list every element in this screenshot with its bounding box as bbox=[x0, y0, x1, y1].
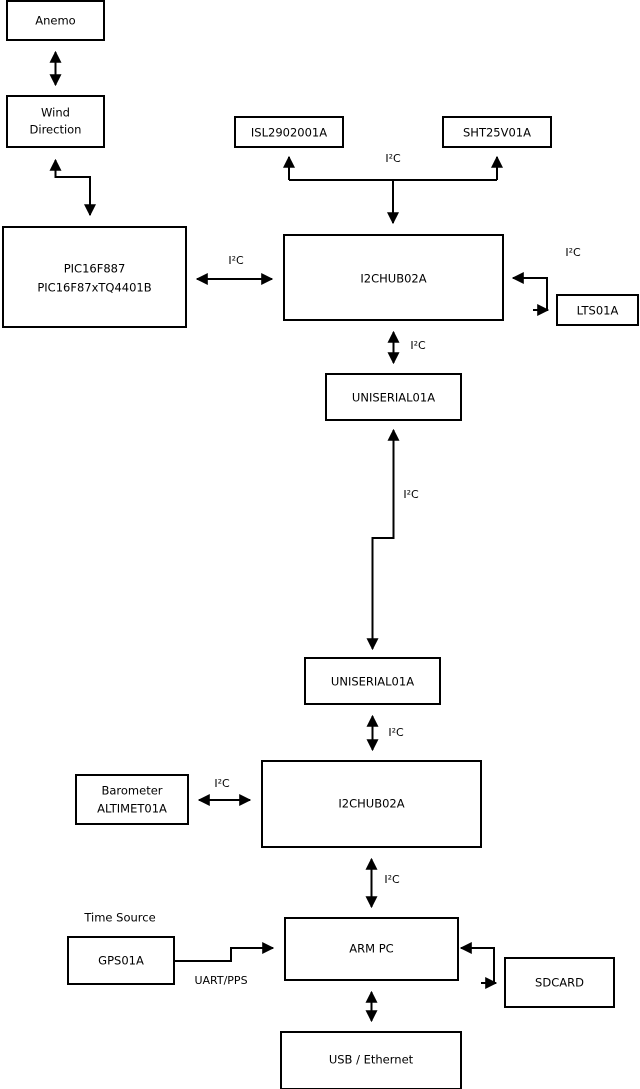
edge-gps-armpc: UART/PPS bbox=[174, 942, 275, 987]
edge-barometer-i2chub-bottom: I²C bbox=[197, 777, 252, 806]
node-label-line2: ALTIMET01A bbox=[97, 802, 167, 816]
edge-pic-i2chub-top: I²C bbox=[195, 254, 274, 285]
node-lts01a[interactable]: LTS01A bbox=[556, 294, 639, 326]
node-pic-microcontroller[interactable]: PIC16F887 PIC16F87xTQ4401B bbox=[2, 226, 187, 328]
node-box[interactable] bbox=[6, 95, 105, 148]
node-box[interactable] bbox=[280, 1031, 462, 1089]
edge-pic-wind-direction bbox=[49, 158, 96, 217]
edge-path bbox=[515, 277, 548, 311]
node-anemo[interactable]: Anemo bbox=[6, 0, 105, 41]
node-arm-pc[interactable]: ARM PC bbox=[284, 917, 459, 981]
edge-label-hub2-armpc: I²C bbox=[384, 873, 400, 886]
edge-label-baro-hub2: I²C bbox=[214, 777, 230, 790]
edge-label-hub-sensors: I²C bbox=[385, 152, 401, 165]
edge-i2chub-top-lts01a: I²C bbox=[511, 246, 581, 316]
node-uniserial01a-upper[interactable]: UNISERIAL01A bbox=[325, 373, 462, 421]
node-wind-direction[interactable]: Wind Direction bbox=[6, 95, 105, 148]
node-label: ISL2902001A bbox=[251, 126, 327, 140]
edge-armpc-sdcard bbox=[459, 942, 498, 989]
node-sht25v01a[interactable]: SHT25V01A bbox=[442, 116, 552, 148]
edge-path bbox=[371, 432, 395, 647]
edge-label-uniserial-link: I²C bbox=[403, 488, 419, 501]
node-label-line2: Direction bbox=[30, 123, 82, 137]
node-label: ARM PC bbox=[349, 942, 393, 956]
node-label: UNISERIAL01A bbox=[352, 391, 435, 405]
edge-uniserial-upper-lower: I²C bbox=[366, 428, 419, 651]
node-box[interactable] bbox=[284, 917, 459, 981]
edge-i2chub-top-sensors: I²C bbox=[283, 152, 503, 225]
edge-label-pic-hub: I²C bbox=[228, 254, 244, 267]
node-box[interactable] bbox=[283, 234, 504, 321]
node-label-line1: PIC16F887 bbox=[64, 262, 126, 276]
node-box[interactable] bbox=[261, 760, 482, 848]
edge-label-hub-lts: I²C bbox=[565, 246, 581, 259]
edge-i2chub-top-uniserial-upper: I²C bbox=[387, 330, 426, 365]
node-label: I2CHUB02A bbox=[360, 272, 426, 286]
edge-path bbox=[470, 947, 495, 984]
edge-label-uniserial-hub2: I²C bbox=[388, 726, 404, 739]
edge-label-gps-armpc: UART/PPS bbox=[194, 974, 247, 987]
node-label: SDCARD bbox=[535, 976, 584, 990]
node-box[interactable] bbox=[504, 957, 615, 1008]
node-label-line1: Wind bbox=[41, 106, 70, 120]
node-label: UNISERIAL01A bbox=[331, 675, 414, 689]
node-barometer-altimet01a[interactable]: Barometer ALTIMET01A bbox=[75, 774, 189, 825]
node-isl2902001a[interactable]: ISL2902001A bbox=[234, 116, 344, 148]
node-i2chub02a-bottom[interactable]: I2CHUB02A bbox=[261, 760, 482, 848]
node-label: SHT25V01A bbox=[463, 126, 531, 140]
node-usb-ethernet[interactable]: USB / Ethernet bbox=[280, 1031, 462, 1089]
node-box[interactable] bbox=[234, 116, 344, 148]
node-uniserial01a-lower[interactable]: UNISERIAL01A bbox=[304, 657, 441, 705]
node-box[interactable] bbox=[442, 116, 552, 148]
node-box[interactable] bbox=[325, 373, 462, 421]
node-i2chub02a-top[interactable]: I2CHUB02A bbox=[283, 234, 504, 321]
node-box[interactable] bbox=[75, 774, 189, 825]
node-box[interactable] bbox=[556, 294, 639, 326]
edge-path bbox=[49, 158, 96, 217]
edge-path bbox=[174, 942, 275, 962]
node-box[interactable] bbox=[2, 226, 187, 328]
node-sdcard[interactable]: SDCARD bbox=[504, 957, 615, 1008]
label-time-source: Time Source bbox=[83, 911, 155, 925]
node-label: GPS01A bbox=[98, 954, 144, 968]
node-box[interactable] bbox=[6, 0, 105, 41]
edge-label-hub-uniserial: I²C bbox=[410, 339, 426, 352]
node-label-line1: Barometer bbox=[101, 784, 162, 798]
node-label: I2CHUB02A bbox=[338, 797, 404, 811]
edge-i2chub-bottom-armpc: I²C bbox=[365, 857, 400, 909]
edge-uniserial-lower-i2chub-bottom: I²C bbox=[366, 714, 404, 752]
node-box[interactable] bbox=[67, 936, 175, 985]
node-label: Anemo bbox=[35, 14, 75, 28]
node-gps01a[interactable]: GPS01A bbox=[67, 936, 175, 985]
node-label: USB / Ethernet bbox=[329, 1053, 414, 1067]
node-box[interactable] bbox=[304, 657, 441, 705]
node-label: LTS01A bbox=[577, 304, 619, 318]
node-label-line2: PIC16F87xTQ4401B bbox=[37, 281, 151, 295]
